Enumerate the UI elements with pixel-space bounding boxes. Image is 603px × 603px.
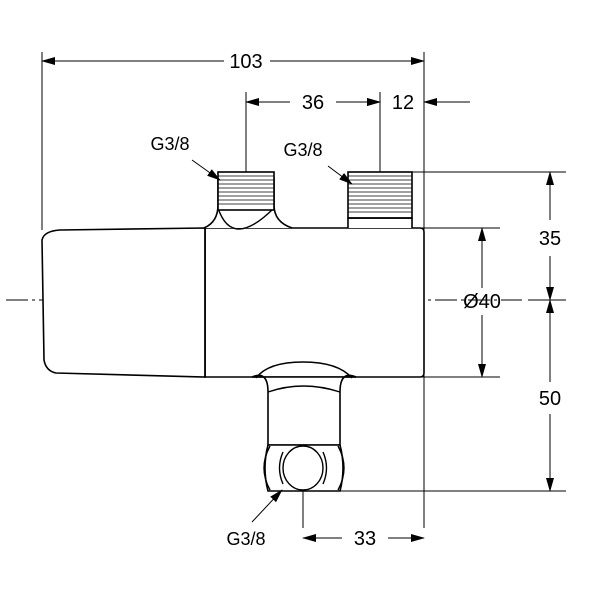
inlet-left [203,171,293,230]
outlet-bottom [251,361,357,492]
dim-inlet-spacing: 36 [245,92,381,114]
valve-body [41,227,425,378]
thread-label-inlet-right: G3/8 [283,140,322,160]
dim-overall-width: 103 [41,51,425,73]
dim-upper-height: 35 [539,171,561,301]
dim-12-label: 12 [392,92,414,114]
dim-33-label: 33 [354,528,376,550]
dim-36-label: 36 [302,92,324,114]
dim-body-diameter: Ø40 [463,227,501,378]
dim-35-label: 35 [539,228,561,250]
dim-inlet-offset: 12 [356,92,470,114]
dim-lower-height: 50 [539,299,561,492]
thread-label-outlet: G3/8 [226,529,265,549]
thread-label-inlet-left: G3/8 [150,134,189,154]
dim-diameter-label: Ø40 [463,291,501,313]
inlet-left-threads [218,175,274,205]
dim-103-label: 103 [229,51,262,73]
label-inlet-right: G3/8 [283,140,353,185]
inlet-right-threads [348,175,412,213]
label-outlet: G3/8 [226,489,283,549]
dim-50-label: 50 [539,388,561,410]
dim-outlet-offset: 33 [302,528,425,550]
inlet-right [347,171,413,228]
label-inlet-left: G3/8 [150,134,221,181]
